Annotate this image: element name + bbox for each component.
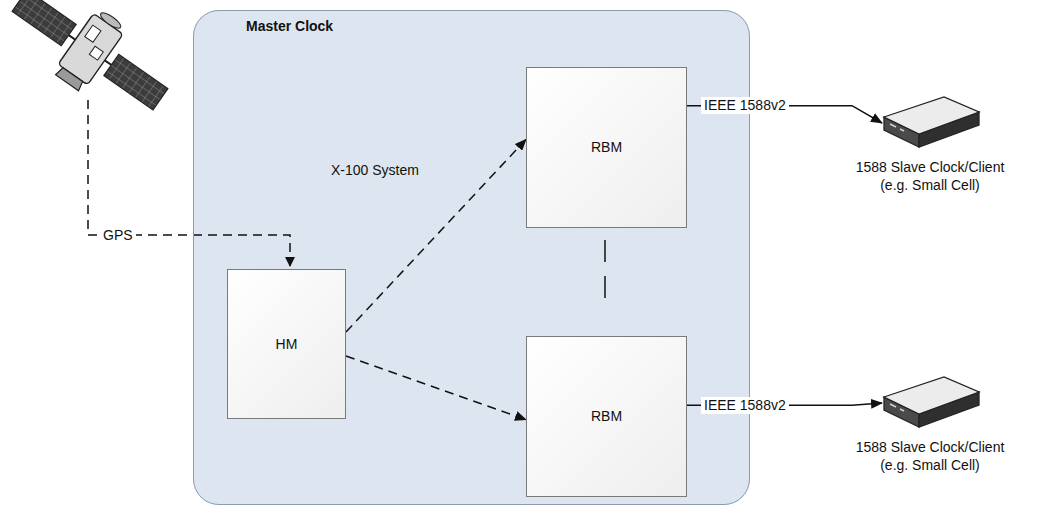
signal-label: GPS xyxy=(100,227,136,244)
more-rbm-ellipsis xyxy=(605,240,606,298)
rbm-module: RBM xyxy=(526,336,687,497)
dashed-connector xyxy=(346,356,526,420)
hm-module: HM xyxy=(227,269,346,419)
device-label: 1588 Slave Clock/Client (e.g. Small Cell… xyxy=(845,438,1015,474)
module-label: HM xyxy=(276,335,298,353)
device-icon xyxy=(874,92,986,152)
device-label: 1588 Slave Clock/Client (e.g. Small Cell… xyxy=(845,158,1015,194)
link-label: IEEE 1588v2 xyxy=(701,97,789,114)
satellite-icon xyxy=(0,0,183,132)
link-label: IEEE 1588v2 xyxy=(701,397,789,414)
master-clock-region: Master ClockX-100 SystemHM RBM RBM xyxy=(193,10,750,505)
gps-leader xyxy=(88,100,290,266)
rbm-module: RBM xyxy=(526,67,687,228)
slave-clock-device: 1588 Slave Clock/Client (e.g. Small Cell… xyxy=(830,92,1030,217)
module-label: RBM xyxy=(591,407,622,425)
device-icon xyxy=(874,372,986,432)
system-label: X-100 System xyxy=(331,161,419,179)
slave-clock-device: 1588 Slave Clock/Client (e.g. Small Cell… xyxy=(830,372,1030,497)
region-title: Master Clock xyxy=(246,17,333,35)
module-label: RBM xyxy=(591,138,622,156)
